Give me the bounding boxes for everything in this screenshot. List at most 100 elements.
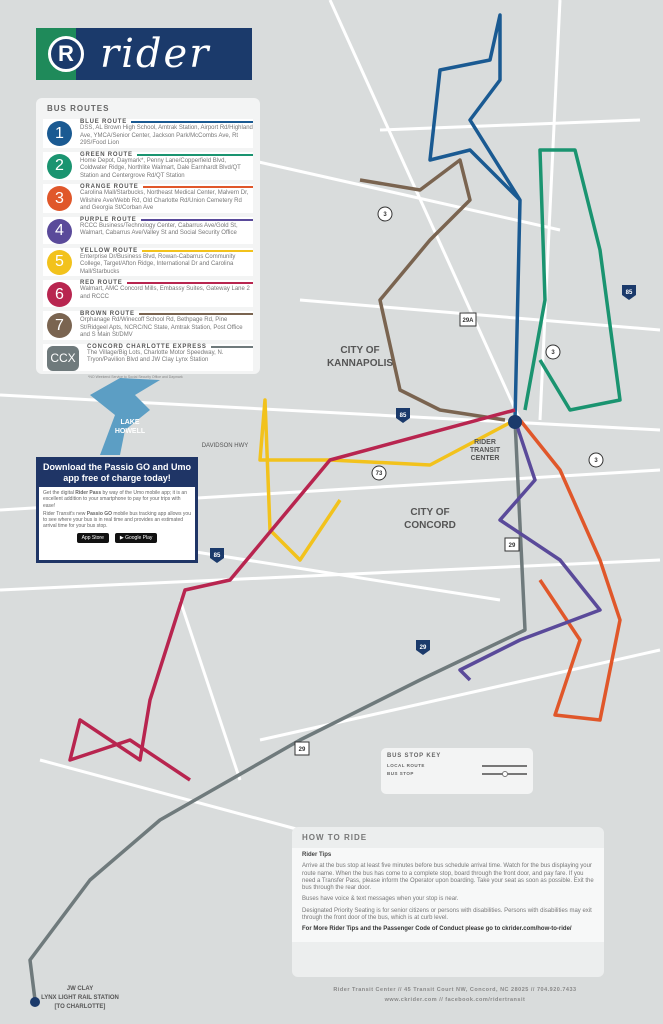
route-stops: DSS, AL Brown High School, Amtrak Statio… — [80, 125, 253, 146]
route-entry[interactable]: 5 YELLOW ROUTE Enterprise Dr/Business Bl… — [43, 247, 253, 276]
logo-word: rider — [100, 31, 211, 77]
route-name: RED ROUTE — [80, 280, 123, 286]
tip-voice: Buses have voice & text messages when yo… — [302, 896, 459, 903]
footer-address: Rider Transit Center // 45 Transit Court… — [333, 987, 577, 993]
key-bus-stop: BUS STOP — [387, 771, 414, 776]
svg-text:29: 29 — [420, 645, 427, 651]
route-color-line — [140, 218, 253, 221]
lynx-label: LYNX LIGHT RAIL STATION — [41, 995, 119, 1001]
route-entry[interactable]: CCX CONCORD CHARLOTTE EXPRESS The Villag… — [43, 343, 253, 371]
route-name: BLUE ROUTE — [80, 119, 127, 125]
route-name: ORANGE ROUTE — [80, 184, 139, 190]
city-kannapolis-label-2: KANNAPOLIS — [327, 358, 393, 369]
app-store-button[interactable]: App Store — [76, 532, 109, 544]
ccx-route-line[interactable] — [28, 419, 527, 1001]
city-concord-label: CITY OF — [410, 507, 449, 518]
route-number-badge: CCX — [47, 345, 79, 371]
route-number-badge: 7 — [47, 313, 72, 338]
logo-letter: R — [48, 36, 84, 72]
route-entry[interactable]: 2 GREEN ROUTE Home Depot, Daymark*, Penn… — [43, 151, 253, 180]
svg-text:73: 73 — [376, 471, 383, 477]
transit-center-label-3: CENTER — [471, 455, 500, 462]
play-icon: ▶ — [119, 534, 126, 541]
more-tips-link[interactable]: For More Rider Tips and the Passenger Co… — [302, 926, 572, 933]
interstate-85-shield: 85 — [396, 408, 410, 423]
lynx-station-marker[interactable] — [30, 997, 40, 1007]
route-color-line — [131, 121, 253, 123]
city-kannapolis-label: CITY OF — [340, 345, 379, 356]
how-to-ride-panel: HOW TO RIDE Rider Tips Arrive at the bus… — [292, 827, 604, 977]
svg-text:3: 3 — [551, 350, 555, 356]
jw-clay-label: JW CLAY — [67, 986, 93, 992]
route-number-badge: 1 — [47, 121, 72, 146]
route-entry[interactable]: 1 BLUE ROUTE DSS, AL Brown High School, … — [43, 119, 253, 148]
interstate-29-shield: 29 — [416, 640, 430, 655]
us-29-shield: 29 — [504, 537, 520, 552]
route-stops: RCCC Business/Technology Center, Cabarru… — [80, 222, 238, 237]
svg-text:29: 29 — [509, 543, 516, 549]
footer-links[interactable]: www.ckrider.com // facebook.com/ridertra… — [384, 997, 526, 1003]
route-color-line — [141, 249, 253, 252]
route-entry[interactable]: 6 RED ROUTE Walmart, AMC Concord Mills, … — [43, 280, 253, 307]
route-stops: The Village/Big Lots, Charlotte Motor Sp… — [87, 349, 224, 364]
key-title: BUS STOP KEY — [387, 753, 442, 759]
tip-arrival: Arrive at the bus stop at least five min… — [302, 863, 594, 892]
route-stops: Carolina Mall/Starbucks, Northeast Medic… — [80, 190, 249, 211]
route-stops: Enterprise Dr/Business Blvd, Rowan-Cabar… — [80, 253, 236, 275]
app-promo-text-1: Get the digital Rider Pass by way of the… — [43, 490, 187, 509]
davidson-hwy-label: DAVIDSON HWY — [202, 443, 249, 449]
route-number-badge: 3 — [47, 186, 72, 211]
lynx-label-2: [TO CHARLOTTE] — [55, 1004, 106, 1010]
route-number-badge: 6 — [47, 282, 72, 307]
us-29a-shield: 29A — [459, 312, 477, 327]
route-name: BROWN ROUTE — [80, 311, 135, 317]
route-entry[interactable]: 7 BROWN ROUTE Orphanage Rd/Winecoff Scho… — [43, 311, 253, 340]
green-route-line[interactable] — [523, 148, 622, 412]
svg-text:3: 3 — [383, 212, 387, 218]
route-stops: Walmart, AMC Concord Mills, Embassy Suit… — [80, 286, 250, 300]
blue-route-line[interactable] — [428, 13, 522, 421]
tip-priority-seating: Designated Priority Seating is for senio… — [302, 907, 592, 922]
yellow-route-line[interactable] — [258, 398, 516, 562]
route-number-badge: 5 — [47, 249, 72, 275]
how-to-ride-title: HOW TO RIDE — [302, 833, 368, 842]
interstate-85-shield: 85 — [622, 285, 636, 300]
app-promo-title: Download the Passio GO and Umo app free … — [42, 462, 192, 483]
route-color-line — [138, 313, 253, 315]
nc-3-shield: 3 — [588, 452, 604, 468]
nc-3-shield: 3 — [545, 344, 561, 360]
svg-text:85: 85 — [400, 413, 407, 419]
route-name: CONCORD CHARLOTTE EXPRESS — [87, 343, 207, 350]
app-promo-box: Download the Passio GO and Umo app free … — [36, 457, 198, 563]
route-name: PURPLE ROUTE — [80, 216, 137, 223]
rider-tips-heading: Rider Tips — [302, 852, 332, 858]
local-route-line-icon — [481, 764, 527, 767]
svg-text:29A: 29A — [462, 318, 474, 324]
route-name: YELLOW ROUTE — [80, 247, 138, 254]
bus-stop-key: BUS STOP KEY LOCAL ROUTE BUS STOP — [381, 748, 533, 794]
route-entry[interactable]: 3 ORANGE ROUTE Carolina Mall/Starbucks, … — [43, 184, 253, 213]
svg-text:85: 85 — [626, 290, 633, 296]
interstate-85-shield: 85 — [210, 548, 224, 563]
key-local-route: LOCAL ROUTE — [387, 763, 425, 768]
footer: Rider Transit Center // 45 Transit Court… — [290, 985, 620, 1005]
route-number-badge: 4 — [47, 218, 72, 244]
city-concord-label-2: CONCORD — [404, 520, 456, 531]
red-route-line[interactable] — [68, 408, 516, 782]
google-play-button[interactable]: ▶ Google Play — [114, 532, 158, 544]
route-color-line — [142, 186, 253, 188]
brown-route-line[interactable] — [359, 158, 506, 422]
lake-label-2: HOWELL — [115, 428, 146, 435]
app-promo-text-2: Rider Transit's new Passio GO mobile bus… — [43, 510, 191, 530]
us-29-shield: 29 — [294, 741, 310, 756]
purple-route-line[interactable] — [458, 419, 602, 682]
svg-text:29: 29 — [299, 747, 306, 753]
rider-logo: R rider — [36, 28, 252, 80]
route-entry[interactable]: 4 PURPLE ROUTE RCCC Business/Technology … — [43, 216, 253, 244]
nc-3-shield: 3 — [377, 206, 393, 222]
transit-center-marker[interactable] — [508, 415, 522, 429]
svg-text:3: 3 — [594, 458, 598, 464]
orange-route-line[interactable] — [518, 418, 622, 722]
bus-stop-icon — [481, 770, 527, 777]
